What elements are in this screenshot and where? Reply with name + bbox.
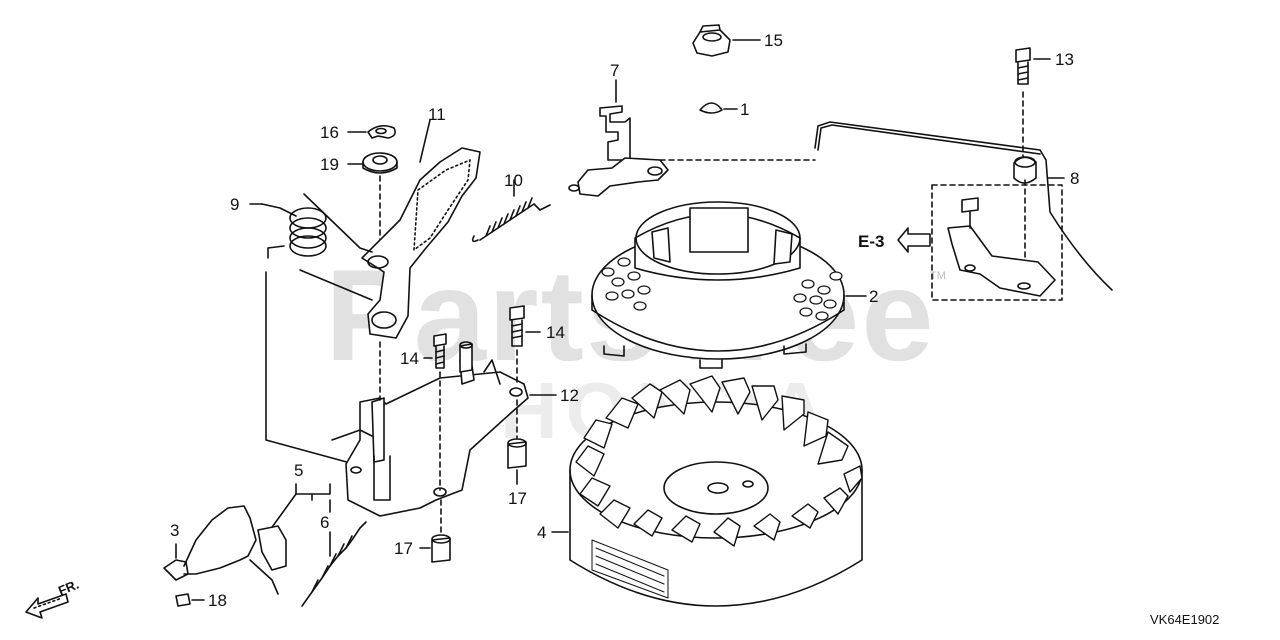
callout-1: 1: [740, 100, 750, 119]
e3-reference-box: [897, 184, 1063, 301]
callout-10: 10: [504, 171, 523, 190]
callout-13: 13: [1055, 50, 1074, 69]
flywheel-part: [551, 375, 863, 607]
callout-8: 8: [1070, 169, 1080, 188]
callout-3: 3: [170, 521, 180, 540]
bolt-part: [1013, 47, 1051, 291]
callout-2: 2: [869, 287, 879, 306]
callout-14-right: 14: [546, 323, 565, 342]
collar-17-left-part: [419, 499, 451, 563]
e3-reference-label: E-3: [858, 232, 885, 251]
callout-5: 5: [294, 461, 304, 480]
bracket-part: [568, 79, 816, 197]
callout-16: 16: [320, 123, 339, 142]
callout-4: 4: [537, 523, 547, 542]
torsion-spring-part: [249, 193, 377, 471]
callout-9: 9: [230, 195, 240, 214]
screw-18-part: [175, 593, 205, 607]
bolt-14-left-part: [423, 333, 447, 491]
bolt-14-right-part: [509, 305, 541, 385]
callout-11: 11: [428, 105, 446, 124]
key-part: [699, 102, 738, 114]
collar-17-right-part: [507, 399, 527, 485]
spring-10-part: [471, 179, 551, 243]
washer-part: [347, 152, 398, 251]
watermark-tm: TM: [930, 270, 946, 282]
cable-part: [163, 505, 279, 595]
callout-14-left: 14: [400, 349, 419, 368]
callout-18: 18: [208, 591, 227, 610]
callout-17-right: 17: [508, 489, 527, 508]
throttle-bracket-part: [257, 483, 367, 607]
pin-part: [459, 341, 473, 373]
callout-17-left: 17: [394, 539, 413, 558]
callout-15: 15: [764, 31, 783, 50]
brake-arm-part: [361, 119, 481, 339]
callout-6: 6: [320, 513, 330, 532]
figure-code: VK64E1902: [1150, 612, 1220, 627]
callout-19: 19: [320, 155, 339, 174]
nut-part: [692, 24, 761, 57]
circlip-part: [347, 124, 396, 139]
rod-part: [814, 121, 1113, 291]
callout-12: 12: [560, 386, 579, 405]
front-arrow: [25, 593, 69, 619]
callout-7: 7: [610, 61, 620, 80]
starter-pulley-part: [591, 201, 867, 369]
